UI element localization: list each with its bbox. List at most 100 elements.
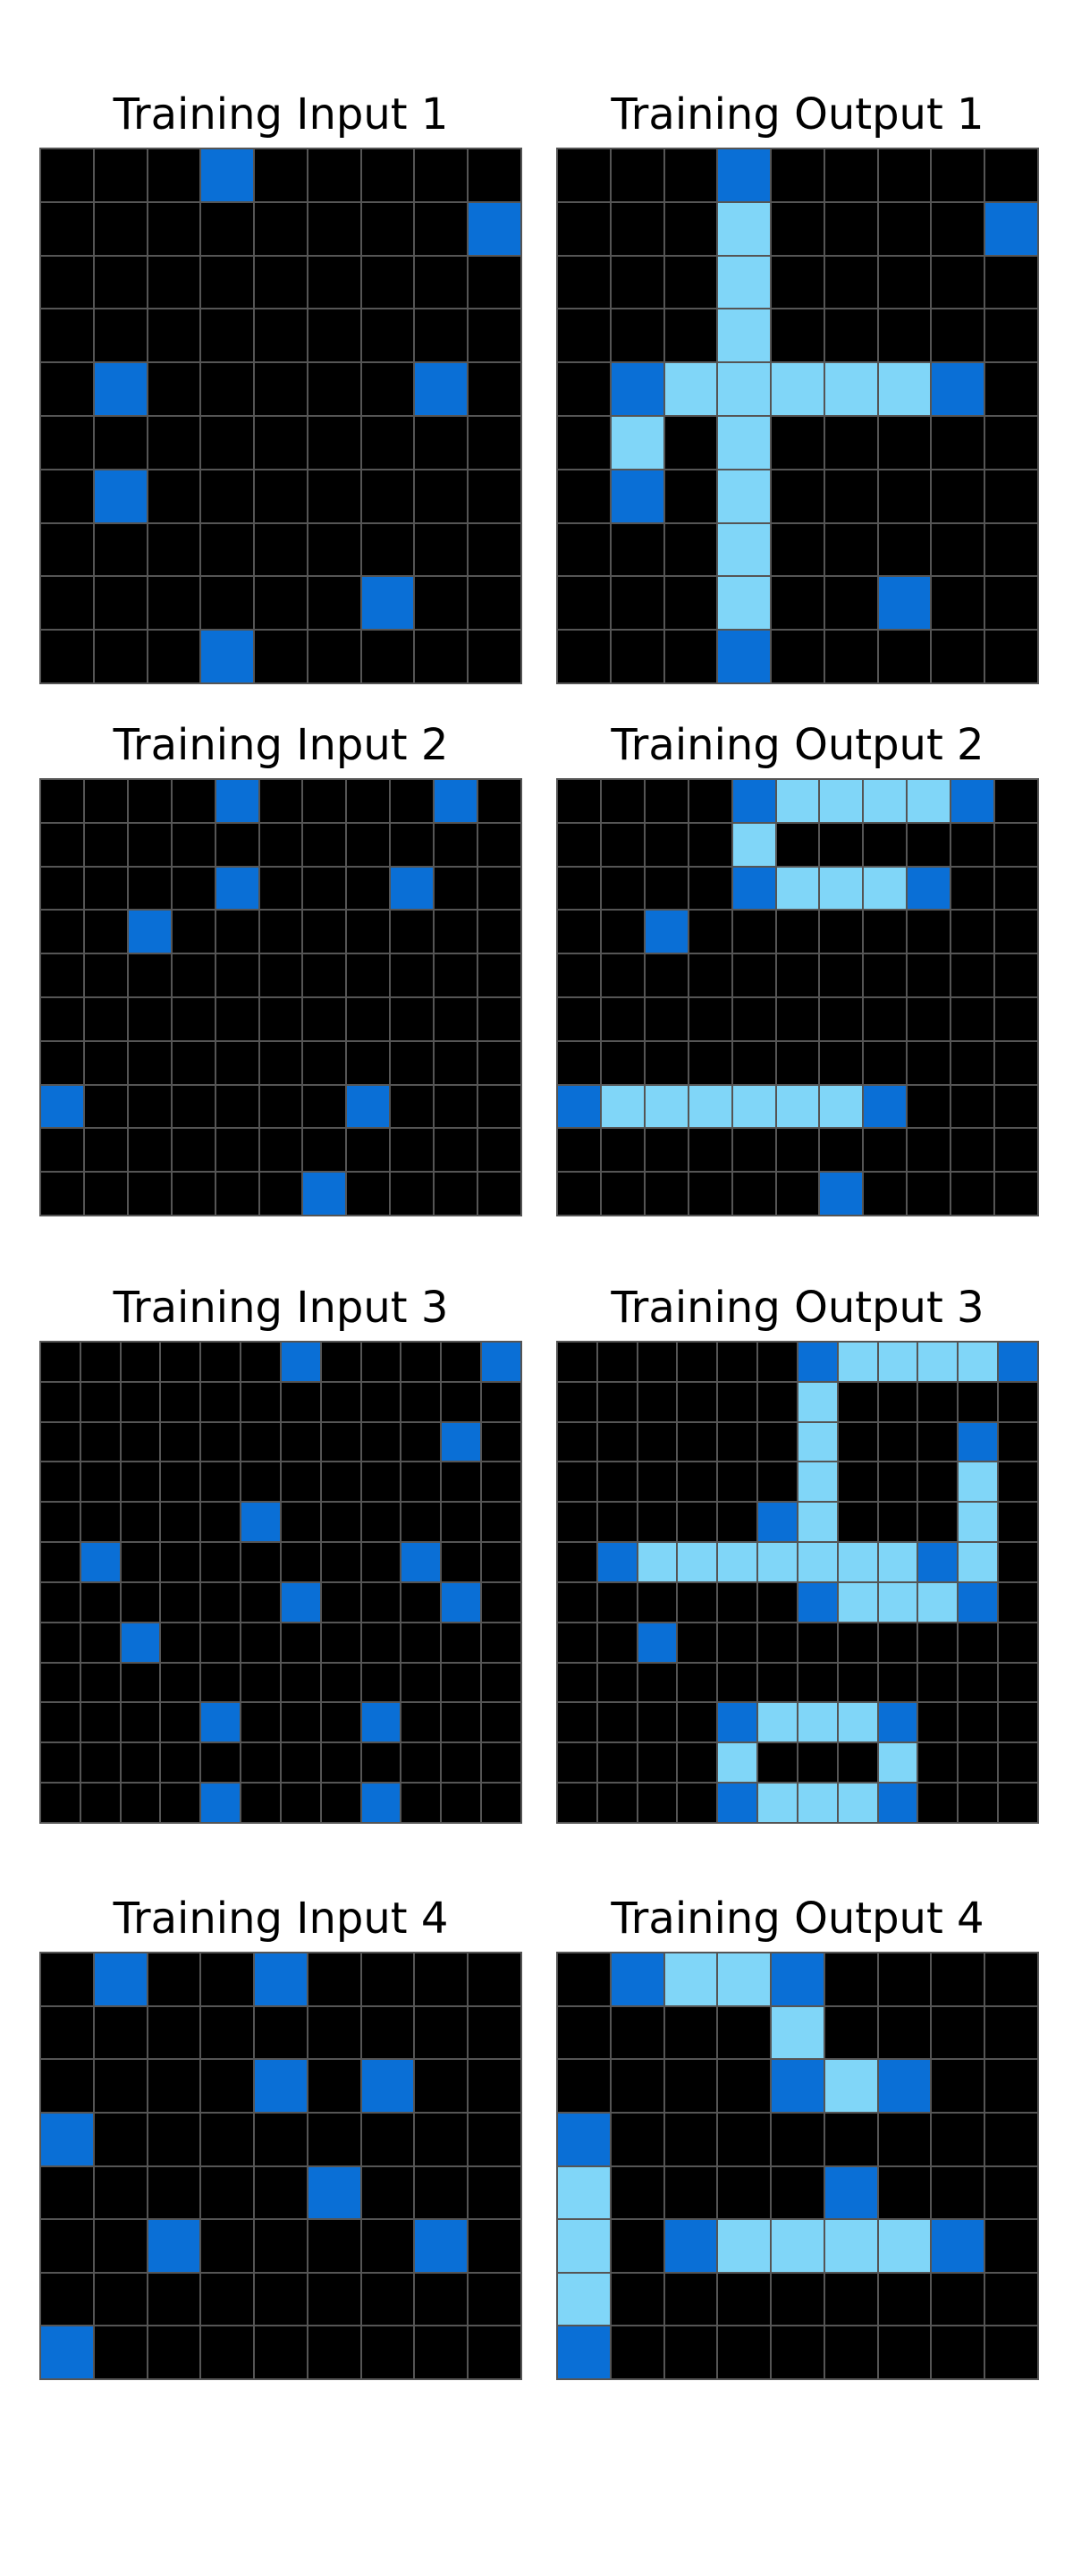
light-blue-cell xyxy=(558,2273,610,2326)
blue-cell xyxy=(415,2220,468,2272)
black-cell xyxy=(918,1382,958,1421)
black-cell xyxy=(201,2113,254,2165)
black-cell xyxy=(435,867,477,910)
black-cell xyxy=(469,2220,520,2272)
black-cell xyxy=(601,997,644,1040)
blue-cell xyxy=(80,1543,120,1581)
black-cell xyxy=(41,1382,80,1421)
black-cell xyxy=(918,1703,958,1742)
black-cell xyxy=(664,631,717,682)
black-cell xyxy=(442,1503,481,1542)
black-cell xyxy=(361,363,414,415)
black-cell xyxy=(985,256,1037,309)
black-cell xyxy=(718,1663,757,1702)
light-blue-cell xyxy=(820,867,863,910)
black-cell xyxy=(908,1173,950,1215)
black-cell xyxy=(824,2326,877,2378)
panel-training-input-4: Training Input 4 xyxy=(39,1894,522,2380)
black-cell xyxy=(321,1462,360,1502)
black-cell xyxy=(401,1784,441,1822)
black-cell xyxy=(824,256,877,309)
black-cell xyxy=(201,2060,254,2112)
black-cell xyxy=(442,1743,481,1783)
black-cell xyxy=(41,309,93,362)
black-cell xyxy=(415,2326,468,2378)
black-cell xyxy=(303,911,346,953)
arc-grid xyxy=(556,1341,1039,1824)
light-blue-cell xyxy=(758,1543,797,1581)
black-cell xyxy=(664,309,717,362)
black-cell xyxy=(918,1743,958,1783)
blue-cell xyxy=(798,1343,837,1381)
black-cell xyxy=(148,256,200,309)
black-cell xyxy=(776,1041,819,1084)
black-cell xyxy=(435,1173,477,1215)
black-cell xyxy=(918,1663,958,1702)
black-cell xyxy=(776,911,819,953)
black-cell xyxy=(601,1041,644,1084)
blue-cell xyxy=(41,2326,93,2378)
black-cell xyxy=(638,1582,677,1622)
black-cell xyxy=(558,149,610,201)
black-cell xyxy=(601,954,644,996)
black-cell xyxy=(347,997,390,1040)
light-blue-cell xyxy=(959,1543,998,1581)
black-cell xyxy=(824,631,877,682)
blue-cell xyxy=(121,1623,160,1662)
black-cell xyxy=(41,149,93,201)
black-cell xyxy=(558,631,610,682)
black-cell xyxy=(878,416,931,469)
black-cell xyxy=(798,1623,837,1662)
black-cell xyxy=(776,823,819,866)
black-cell xyxy=(41,1582,80,1622)
black-cell xyxy=(482,1382,520,1421)
black-cell xyxy=(401,1343,441,1381)
black-cell xyxy=(985,2006,1037,2059)
black-cell xyxy=(878,1663,917,1702)
black-cell xyxy=(121,1703,160,1742)
black-cell xyxy=(878,523,931,576)
black-cell xyxy=(995,1173,1037,1215)
black-cell xyxy=(172,823,215,866)
blue-cell xyxy=(932,2220,984,2272)
black-cell xyxy=(201,523,254,576)
black-cell xyxy=(308,631,360,682)
black-cell xyxy=(308,2060,360,2112)
black-cell xyxy=(161,1743,200,1783)
black-cell xyxy=(442,1343,481,1381)
black-cell xyxy=(94,2006,147,2059)
black-cell xyxy=(645,1173,688,1215)
black-cell xyxy=(664,256,717,309)
blue-cell xyxy=(94,363,147,415)
black-cell xyxy=(999,1663,1037,1702)
blue-cell xyxy=(611,470,663,522)
black-cell xyxy=(148,2006,200,2059)
black-cell xyxy=(864,954,907,996)
black-cell xyxy=(321,1703,360,1742)
light-blue-cell xyxy=(718,523,771,576)
black-cell xyxy=(664,577,717,630)
blue-cell xyxy=(361,1703,401,1742)
black-cell xyxy=(303,780,346,822)
black-cell xyxy=(41,363,93,415)
black-cell xyxy=(259,997,302,1040)
blue-cell xyxy=(951,780,994,822)
black-cell xyxy=(864,997,907,1040)
black-cell xyxy=(41,1041,83,1084)
black-cell xyxy=(878,2113,931,2165)
black-cell xyxy=(597,1623,637,1662)
black-cell xyxy=(172,867,215,910)
blue-cell xyxy=(611,1953,663,2005)
black-cell xyxy=(391,823,434,866)
black-cell xyxy=(985,2273,1037,2326)
black-cell xyxy=(776,1129,819,1172)
black-cell xyxy=(678,1784,717,1822)
light-blue-cell xyxy=(664,363,717,415)
black-cell xyxy=(121,1743,160,1783)
light-blue-cell xyxy=(689,1085,731,1128)
black-cell xyxy=(611,256,663,309)
black-cell xyxy=(558,1784,596,1822)
light-blue-cell xyxy=(718,416,771,469)
black-cell xyxy=(558,1462,596,1502)
black-cell xyxy=(84,997,127,1040)
